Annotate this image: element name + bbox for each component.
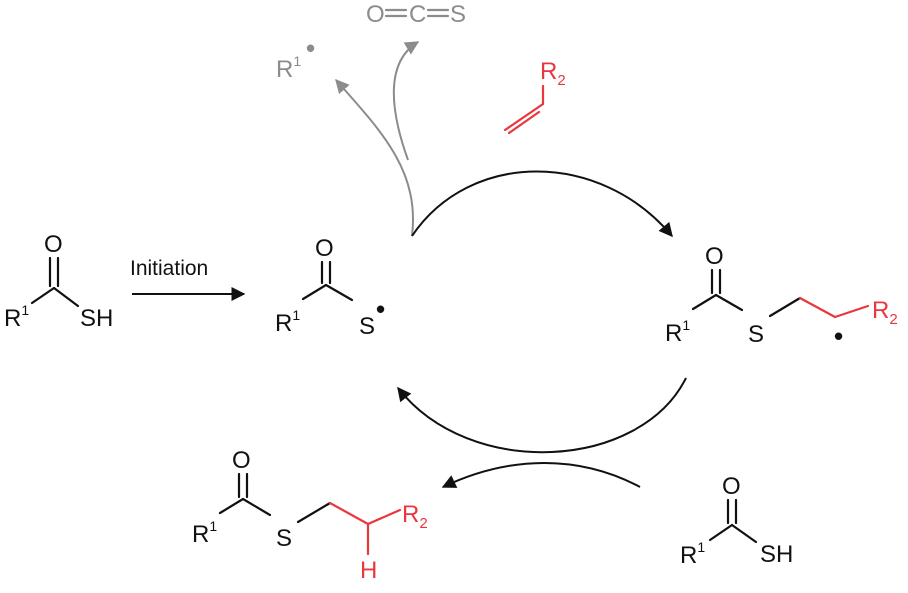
oxygen-label: O — [722, 473, 741, 500]
cos-elimination-branch: R1 • O C S — [276, 1, 466, 237]
alkene-reactant: R2 — [503, 58, 566, 135]
thiyl-radical: O R1 S • — [275, 235, 385, 340]
radical-dot: • — [376, 294, 385, 324]
r1-label: R1 — [275, 307, 300, 337]
r1-radical-label: R1 — [276, 53, 301, 83]
thioester-product: O R1 S R2 H — [192, 447, 428, 584]
r1-label: R1 — [192, 518, 217, 548]
sulfur-label: S — [276, 525, 292, 552]
r2-label: R2 — [872, 297, 898, 328]
sulfur-label: S — [748, 321, 764, 348]
oxygen-label: O — [705, 243, 724, 270]
sh-label: SH — [80, 305, 113, 332]
r1-radical-dot: • — [306, 33, 315, 63]
r1-radical-arrow — [335, 78, 414, 237]
r1-label: R1 — [4, 302, 29, 332]
hat-product-arrow — [441, 462, 641, 488]
r2-label: R2 — [402, 501, 428, 532]
carbon-radical-intermediate: O R1 S • R2 — [665, 243, 898, 351]
cos-carbon-label: C — [409, 1, 426, 28]
cos-arrow — [392, 41, 420, 161]
initiation-label: Initiation — [130, 257, 208, 280]
hydrogen-label: H — [360, 557, 377, 584]
radical-addition-arrow — [411, 170, 673, 238]
cos-sulfur-label: S — [450, 1, 466, 28]
thioacid-reactant: O R1 SH — [4, 231, 113, 332]
sh-label: SH — [760, 541, 793, 568]
r2-label: R2 — [540, 58, 566, 89]
oxygen-label: O — [315, 235, 334, 262]
radical-dot: • — [834, 321, 843, 351]
r1-label: R1 — [680, 539, 705, 569]
oxygen-label: O — [232, 447, 251, 474]
r1-label: R1 — [665, 317, 690, 347]
regeneration-arrow — [397, 377, 687, 454]
cos-oxygen-label: O — [366, 1, 385, 28]
oxygen-label: O — [44, 231, 63, 258]
thioacid-h-donor: O R1 SH — [680, 473, 793, 569]
sulfur-label: S — [359, 313, 375, 340]
